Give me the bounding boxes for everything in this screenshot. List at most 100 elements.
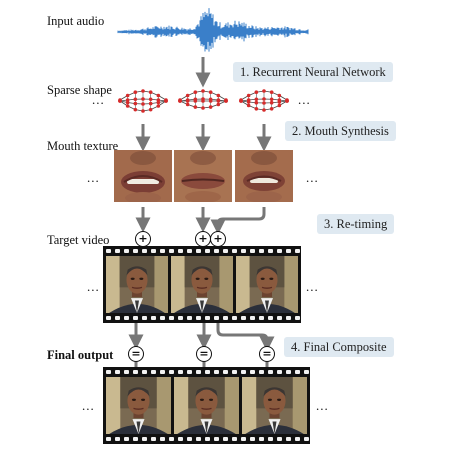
film-sprocket-hole xyxy=(277,370,282,374)
film-sprocket-hole xyxy=(160,370,165,374)
audio-waveform xyxy=(117,8,309,52)
film-sprocket-hole xyxy=(241,437,246,441)
landmark-point xyxy=(216,102,221,107)
ellipsis-left-shape: ... xyxy=(92,92,105,107)
film-sprocket-hole xyxy=(124,437,129,441)
film-sprocket-hole xyxy=(241,316,246,320)
film-sprocket-hole xyxy=(205,249,210,253)
input-audio-label: Input audio xyxy=(47,14,105,28)
film-sprocket-hole xyxy=(133,249,138,253)
landmark-point xyxy=(193,90,198,95)
film-sprocket-hole xyxy=(205,370,210,374)
film-sprocket-hole xyxy=(196,370,201,374)
film-sprocket-hole xyxy=(124,316,129,320)
sparse-shape-label: Sparse shape xyxy=(47,83,112,97)
landmark-point xyxy=(239,99,243,103)
ellipsis-right-final: ... xyxy=(316,398,329,413)
film-sprocket-hole xyxy=(151,437,156,441)
landmark-point xyxy=(148,97,153,102)
film-sprocket-hole xyxy=(214,249,219,253)
landmark-point xyxy=(133,101,138,106)
final-output-filmstrip xyxy=(103,367,310,444)
landmark-point xyxy=(262,101,266,105)
film-sprocket-hole xyxy=(160,316,165,320)
film-sprocket-hole xyxy=(268,437,273,441)
landmark-point xyxy=(141,109,145,113)
film-sprocket-hole xyxy=(232,370,237,374)
plus-operator-2: + xyxy=(195,231,211,247)
ellipsis-right-target: ... xyxy=(306,279,319,294)
landmark-point xyxy=(193,105,198,109)
landmark-point xyxy=(125,100,130,105)
film-sprocket-hole xyxy=(196,249,201,253)
film-sprocket-hole xyxy=(268,249,273,253)
film-sprocket-hole xyxy=(304,437,309,441)
film-sprocket-hole xyxy=(169,437,174,441)
film-sprocket-hole xyxy=(250,316,255,320)
film-sprocket-hole xyxy=(250,437,255,441)
film-sprocket-hole xyxy=(106,370,111,374)
equals-operator-1: = xyxy=(128,346,144,362)
film-sprocket-hole xyxy=(223,370,228,374)
landmark-point xyxy=(185,93,190,98)
film-sprocket-hole xyxy=(142,370,147,374)
target-video-label: Target video xyxy=(47,233,110,247)
landmark-point xyxy=(133,107,138,112)
landmark-point xyxy=(216,99,221,103)
film-sprocket-hole xyxy=(187,437,192,441)
target-video-frame-2 xyxy=(171,256,233,313)
landmark-point xyxy=(164,99,168,103)
mouth-texture-3 xyxy=(235,150,293,202)
final-output-frame-3 xyxy=(242,377,307,434)
landmark-point xyxy=(125,93,130,98)
landmark-point xyxy=(185,102,190,107)
landmark-point xyxy=(277,93,282,98)
final-output-frame-2 xyxy=(174,377,239,434)
film-sprocket-hole xyxy=(169,370,174,374)
film-sprocket-hole xyxy=(178,370,183,374)
landmark-point xyxy=(141,89,145,93)
landmark-point xyxy=(178,99,182,103)
landmark-point xyxy=(285,99,289,103)
film-sprocket-hole xyxy=(142,437,147,441)
step-2-box: 2. Mouth Synthesis xyxy=(285,121,396,141)
landmark-point xyxy=(148,101,153,106)
landmark-point xyxy=(269,90,274,95)
film-sprocket-hole xyxy=(295,437,300,441)
equals-operator-2: = xyxy=(196,346,212,362)
film-sprocket-hole xyxy=(115,249,120,253)
equals-operator-3: = xyxy=(259,346,275,362)
film-sprocket-hole xyxy=(295,316,300,320)
film-sprocket-hole xyxy=(304,370,309,374)
film-sprocket-hole xyxy=(124,249,129,253)
film-sprocket-hole xyxy=(106,249,111,253)
landmark-point xyxy=(133,90,138,95)
landmark-point xyxy=(216,93,221,98)
film-sprocket-hole xyxy=(151,370,156,374)
waveform-trace xyxy=(117,8,309,52)
landmark-point xyxy=(246,93,251,98)
landmark-point xyxy=(156,93,161,98)
landmark-point xyxy=(133,97,138,102)
landmark-point xyxy=(193,99,198,103)
landmark-point xyxy=(208,90,213,95)
film-sprocket-hole xyxy=(214,370,219,374)
landmark-point xyxy=(254,90,259,95)
mouth-texture-2 xyxy=(174,150,232,202)
film-sprocket-hole xyxy=(259,437,264,441)
landmark-point xyxy=(125,104,130,108)
final-output-label: Final output xyxy=(47,348,114,362)
landmark-point xyxy=(262,89,266,93)
landmark-point xyxy=(141,97,145,101)
target-video-frame-1 xyxy=(106,256,168,313)
landmark-point xyxy=(185,99,190,103)
landmark-point xyxy=(208,105,213,109)
film-sprocket-hole xyxy=(124,370,129,374)
film-sprocket-hole xyxy=(151,249,156,253)
film-sprocket-hole xyxy=(277,437,282,441)
film-sprocket-hole xyxy=(286,316,291,320)
film-sprocket-hole xyxy=(241,249,246,253)
sparse-shape-3 xyxy=(239,89,289,112)
landmark-point xyxy=(148,90,153,95)
